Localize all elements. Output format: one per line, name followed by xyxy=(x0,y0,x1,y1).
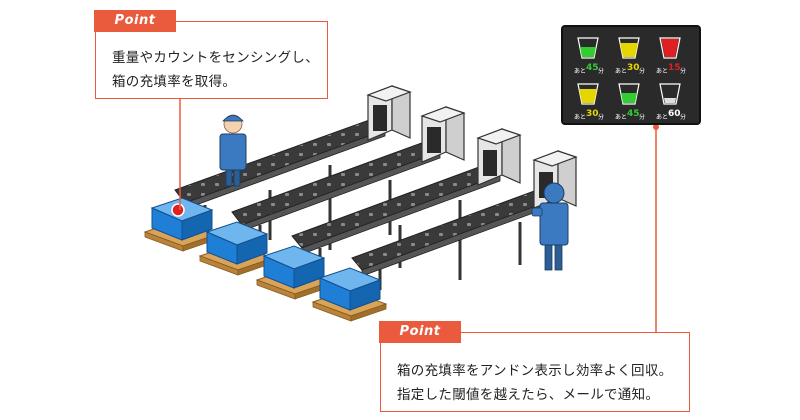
scanner-gate-3 xyxy=(476,128,522,186)
pallet-box-4 xyxy=(311,267,388,322)
callout-text-line-2: 箱の充填率を取得。 xyxy=(112,74,237,90)
point-callout-sensing: Point 重量やカウントをセンシングし、 箱の充填率を取得。 xyxy=(94,10,328,99)
andon-cell-6 xyxy=(659,83,681,105)
pallet-box-2 xyxy=(198,221,275,276)
point-tag: Point xyxy=(94,10,176,32)
point-tag: Point xyxy=(379,321,461,343)
andon-cell-4 xyxy=(577,83,599,105)
andon-cell-2 xyxy=(618,37,640,59)
andon-cell-3 xyxy=(659,37,681,59)
scanner-gate-1 xyxy=(366,85,412,141)
andon-board xyxy=(561,25,701,125)
conveyor-line-4 xyxy=(351,185,559,290)
worker-right xyxy=(531,182,569,271)
callout-text-line-1: 重量やカウントをセンシングし、 xyxy=(112,50,319,66)
pallet-box-1 xyxy=(143,197,220,252)
andon-cell-5 xyxy=(618,83,640,105)
callout-text-line-1: 箱の充填率をアンドン表示し効率よく回収。 xyxy=(397,363,673,379)
callout-text-line-2: 指定した閾値を越えたら、メールで通知。 xyxy=(397,387,660,403)
point-callout-andon: Point 箱の充填率をアンドン表示し効率よく回収。 指定した閾値を越えたら、メ… xyxy=(379,321,690,412)
worker-left xyxy=(219,114,247,187)
andon-cell-1 xyxy=(577,37,599,59)
scanner-gate-2 xyxy=(420,106,466,163)
